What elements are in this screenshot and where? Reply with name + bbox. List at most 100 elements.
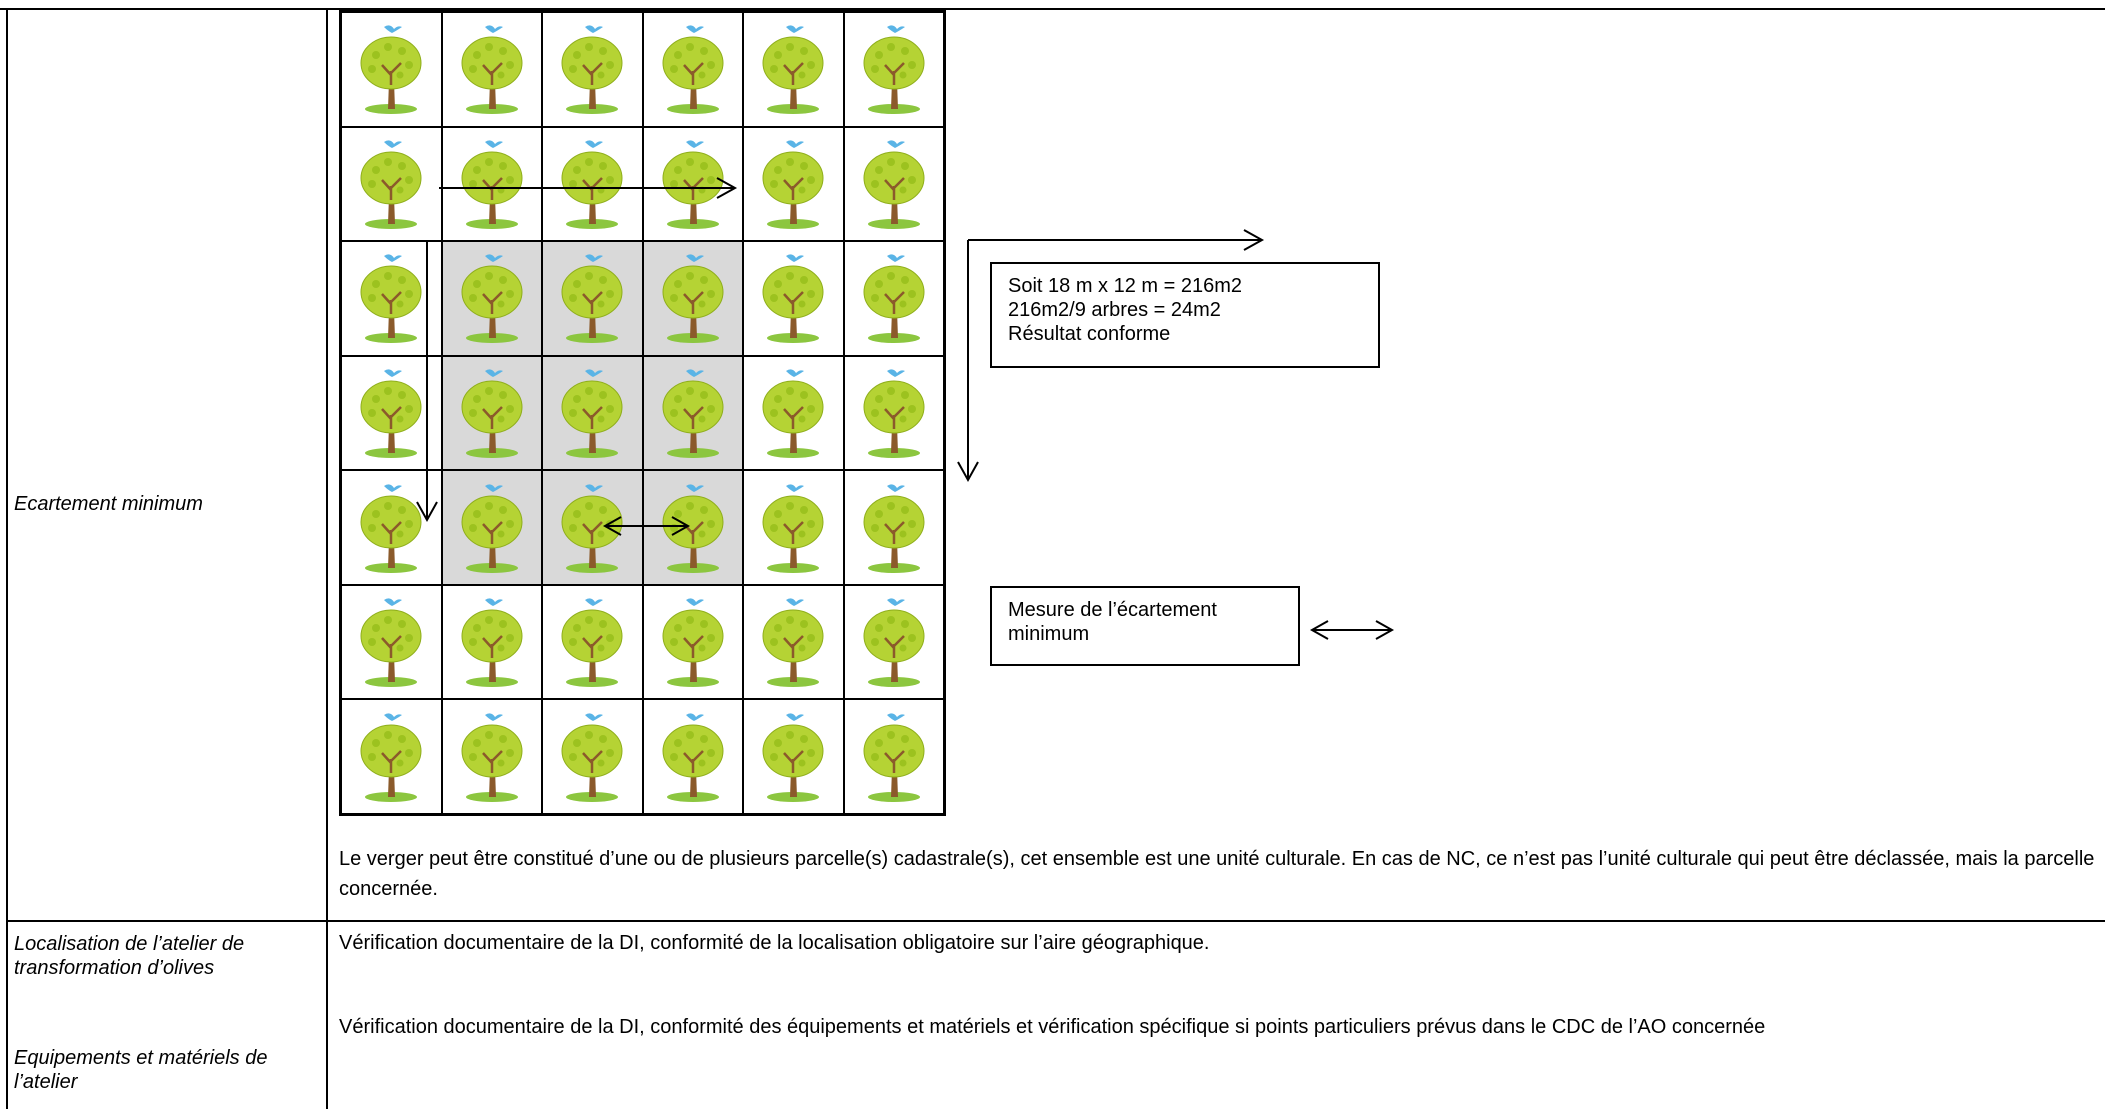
tree-icon [762, 598, 824, 688]
row-label-ecartement: Ecartement minimum [14, 493, 203, 515]
table-row-divider [6, 920, 2105, 922]
orchard-cell [743, 241, 844, 356]
calculation-line-2: 216m2/9 arbres = 24m2 [1008, 299, 1221, 321]
table-top-border [0, 8, 2105, 10]
orchard-cell [441, 470, 542, 585]
bird-icon [685, 369, 704, 377]
orchard-cell [441, 241, 542, 356]
bird-icon [585, 713, 604, 721]
tree-icon [662, 598, 724, 688]
row1-note: Le verger peut être constitué d’une ou d… [339, 848, 2095, 900]
orchard-cell [341, 584, 442, 700]
orchard-cell [843, 126, 944, 242]
tree-icon [561, 140, 623, 229]
orchard-cell [542, 699, 643, 814]
orchard-cell [542, 12, 643, 127]
bird-icon [685, 254, 704, 263]
legend-double-arrow-icon [1309, 620, 1395, 640]
orchard-cell [642, 470, 743, 585]
bird-icon [786, 483, 805, 492]
orchard-cell [341, 12, 442, 127]
bird-icon [786, 369, 805, 377]
bird-icon [585, 369, 604, 377]
tree-icon [360, 598, 422, 688]
tree-icon [561, 483, 623, 573]
bird-icon [886, 254, 905, 263]
orchard-cell [441, 355, 542, 471]
orchard-cell [441, 584, 542, 700]
bird-icon [384, 369, 403, 377]
bird-icon [585, 483, 604, 492]
tree-icon [561, 598, 623, 688]
tree-icon [662, 369, 724, 458]
orchard-cell [542, 584, 643, 700]
tree-icon [863, 369, 925, 458]
bird-icon [886, 25, 905, 34]
bird-icon [786, 254, 805, 263]
tree-icon [461, 483, 523, 573]
horizontal-arrow-icon [439, 177, 738, 199]
bird-icon [484, 25, 503, 34]
orchard-cell [542, 126, 643, 242]
bird-icon [484, 254, 503, 263]
orchard-grid [339, 10, 946, 816]
row-label-equipements: Equipements et matériels de l’atelier [14, 1047, 268, 1093]
double-arrow-icon [602, 516, 691, 536]
tree-icon [863, 598, 925, 688]
bird-icon [886, 369, 905, 377]
tree-icon [561, 254, 623, 344]
orchard-cell [341, 699, 442, 814]
bird-icon [786, 713, 805, 721]
bird-icon [384, 483, 403, 492]
tree-icon [762, 140, 824, 229]
tree-icon [863, 254, 925, 344]
legend-line-1: Mesure de l’écartement [1008, 599, 1217, 621]
orchard-cell [341, 126, 442, 242]
bird-icon [484, 140, 503, 148]
tree-icon [360, 483, 422, 573]
orchard-cell [843, 699, 944, 814]
bird-icon [685, 25, 704, 34]
tree-icon [360, 25, 422, 115]
tree-icon [762, 369, 824, 458]
calculation-line-3: Résultat conforme [1008, 323, 1171, 345]
bird-icon [685, 483, 704, 492]
orchard-cell [843, 241, 944, 356]
orchard-cell [441, 126, 542, 242]
bird-icon [484, 369, 503, 377]
orchard-cell [843, 470, 944, 585]
legend-box: Mesure de l’écartement minimum [990, 586, 1300, 666]
orchard-cell [441, 12, 542, 127]
tree-icon [863, 140, 925, 229]
tree-icon [561, 369, 623, 458]
tree-icon [863, 713, 925, 802]
orchard-cell [642, 584, 743, 700]
row2-text: Vérification documentaire de la DI, conf… [339, 932, 1210, 954]
orchard-cell [642, 126, 743, 242]
tree-icon [662, 483, 724, 573]
tree-icon [662, 713, 724, 802]
bird-icon [786, 598, 805, 607]
orchard-cell [743, 126, 844, 242]
tree-icon [461, 140, 523, 229]
orchard-cell [843, 355, 944, 471]
orchard-cell [642, 699, 743, 814]
tree-icon [762, 483, 824, 573]
orchard-cell [542, 241, 643, 356]
bird-icon [685, 140, 704, 148]
bird-icon [786, 140, 805, 148]
legend-line-2: minimum [1008, 623, 1090, 645]
bird-icon [685, 713, 704, 721]
calculation-line-1: Soit 18 m x 12 m = 216m2 [1008, 275, 1243, 297]
bird-icon [384, 25, 403, 34]
tree-icon [360, 369, 422, 458]
orchard-cell [341, 470, 442, 585]
orchard-cell [642, 241, 743, 356]
tree-icon [461, 713, 523, 802]
bird-icon [886, 598, 905, 607]
bird-icon [786, 25, 805, 34]
bird-icon [886, 140, 905, 148]
bird-icon [484, 713, 503, 721]
tree-icon [662, 254, 724, 344]
